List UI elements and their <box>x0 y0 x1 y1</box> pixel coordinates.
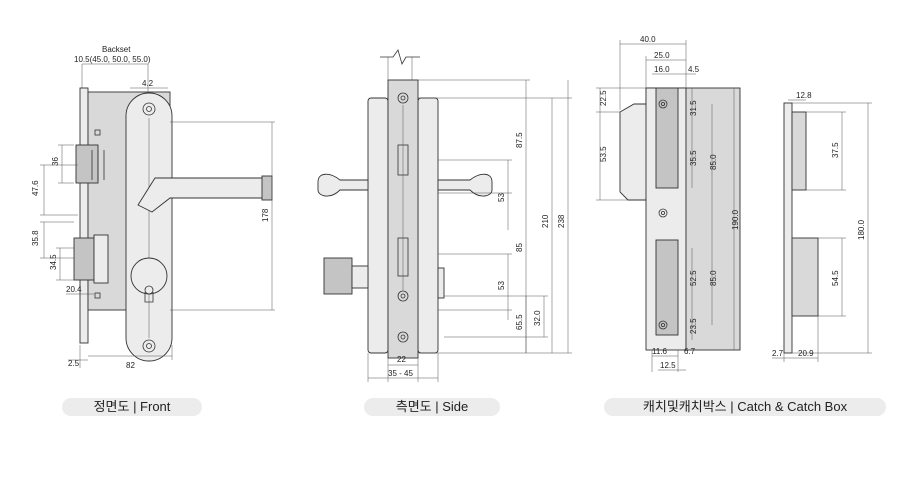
catch-view: 40.0 25.0 16.0 4.5 22.5 53.5 31.5 35.5 8… <box>596 35 872 372</box>
dim-40-0: 40.0 <box>640 35 656 44</box>
dim-20-9: 20.9 <box>798 349 814 358</box>
side-view: 87.5 85 53 53 210 238 65.5 32.0 22 35 - … <box>317 49 572 382</box>
dim-47-6: 47.6 <box>31 180 40 196</box>
dim-85: 85 <box>515 243 524 252</box>
dim-85-0-bottom: 85.0 <box>709 270 718 286</box>
thumb-turn <box>323 257 353 295</box>
dim-36: 36 <box>51 157 60 166</box>
catch-box-upper <box>791 111 807 191</box>
dim-31-5: 31.5 <box>689 100 698 116</box>
dim-53-bottom: 53 <box>497 281 506 290</box>
dim-53-5: 53.5 <box>599 146 608 162</box>
dim-210: 210 <box>541 214 550 228</box>
dim-65-5: 65.5 <box>515 314 524 330</box>
dim-35-8: 35.8 <box>31 230 40 246</box>
dim-178: 178 <box>261 208 270 222</box>
side-lever-left <box>317 173 369 197</box>
caption-catch: 캐치및캐치박스 | Catch & Catch Box <box>604 398 886 416</box>
latch-bolt <box>75 144 99 184</box>
catch-slot-bottom <box>655 239 679 336</box>
dim-20-4: 20.4 <box>66 285 82 294</box>
catch-box-plate <box>783 102 793 354</box>
dim-32-0: 32.0 <box>533 310 542 326</box>
cylinder <box>130 257 168 295</box>
dim-87-5: 87.5 <box>515 132 524 148</box>
dim-54-5: 54.5 <box>831 270 840 286</box>
dead-bolt <box>73 237 95 281</box>
dim-85-0-top: 85.0 <box>709 154 718 170</box>
dim-4-2: 4.2 <box>142 79 154 88</box>
backset-values: 10.5(45.0, 50.0, 55.0) <box>74 55 151 64</box>
dim-16-0: 16.0 <box>654 65 670 74</box>
dim-34-5: 34.5 <box>49 254 58 270</box>
caption-front: 정면도 | Front <box>62 398 202 416</box>
face-plate <box>79 87 89 344</box>
dim-25-0: 25.0 <box>654 51 670 60</box>
dim-6-7: 6.7 <box>684 347 696 356</box>
dim-22-5: 22.5 <box>599 90 608 106</box>
catch-box-lower <box>791 237 819 317</box>
dim-2-5: 2.5 <box>68 359 80 368</box>
lever-handle <box>137 177 269 213</box>
dim-12-8: 12.8 <box>796 91 812 100</box>
dim-52-5: 52.5 <box>689 270 698 286</box>
dim-4-5: 4.5 <box>688 65 700 74</box>
backset-label: Backset <box>102 45 131 54</box>
dim-35-45: 35 - 45 <box>388 369 413 378</box>
caption-side: 측면도 | Side <box>364 398 500 416</box>
catch-backing <box>685 87 741 351</box>
dim-53-top: 53 <box>497 193 506 202</box>
dim-180-0: 180.0 <box>857 219 866 240</box>
front-view: Backset 10.5(45.0, 50.0, 55.0) <box>31 45 275 370</box>
dim-11-6: 11.6 <box>652 347 668 356</box>
dim-190-0: 190.0 <box>731 209 740 230</box>
dim-238: 238 <box>557 214 566 228</box>
dim-2-7: 2.7 <box>772 349 784 358</box>
side-rose-left <box>367 97 389 354</box>
side-rose-right <box>417 97 439 354</box>
dim-37-5: 37.5 <box>831 142 840 158</box>
dim-23-5: 23.5 <box>689 318 698 334</box>
dim-12-5: 12.5 <box>660 361 676 370</box>
dim-22: 22 <box>397 355 406 364</box>
catch-slot-top <box>655 87 679 189</box>
dim-35-5: 35.5 <box>689 150 698 166</box>
dim-82: 82 <box>126 361 135 370</box>
